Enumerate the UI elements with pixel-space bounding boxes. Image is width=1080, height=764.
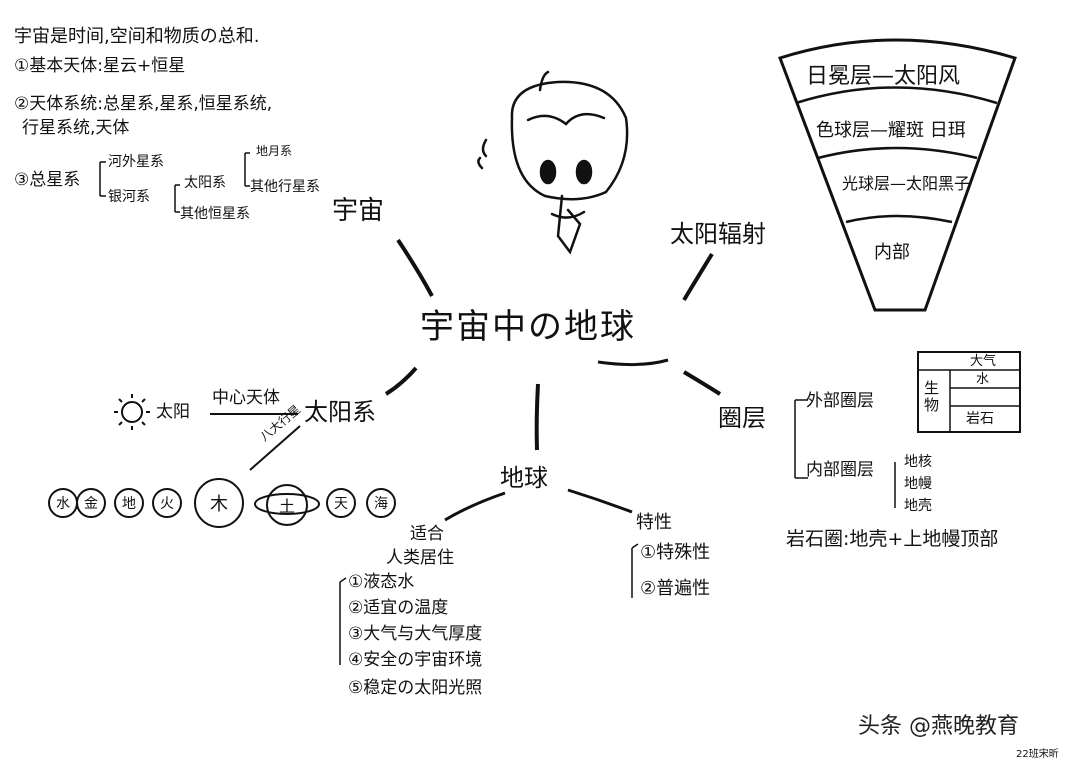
habitable-item-5: ⑤稳定の太阳光照 <box>348 678 483 698</box>
habitable-item-4: ④安全の宇宙环境 <box>348 650 483 670</box>
sphere-rock: 岩石 <box>966 411 994 427</box>
planet-neptune: 海 <box>366 488 396 518</box>
branch-line-earth <box>534 383 540 451</box>
sun-label: 太阳 <box>156 402 190 422</box>
sun-layer-chromosphere: 色球层—耀斑 日珥 <box>816 120 966 141</box>
branch-solar-system: 太阳系 <box>304 398 376 426</box>
branch-earth: 地球 <box>500 464 548 492</box>
character-sketch <box>477 70 629 255</box>
lithosphere-note: 岩石圈:地壳+上地幔顶部 <box>786 528 999 550</box>
outer-spheres: 外部圈层 <box>806 391 874 411</box>
features-head: 特性 <box>636 512 672 533</box>
planet-mars: 火 <box>152 488 182 518</box>
branch-line-solar <box>384 366 418 396</box>
branch-line-radiation <box>682 252 714 302</box>
tree-milky-way: 银河系 <box>108 189 150 205</box>
sphere-air: 大气 <box>970 354 997 369</box>
branch-solar-radiation: 太阳辐射 <box>670 220 766 248</box>
title-underline <box>597 358 669 367</box>
central-topic: 宇宙中の地球 <box>420 307 636 347</box>
earth-line-features <box>567 488 633 514</box>
sun-layer-photosphere: 光球层—太阳黑子 <box>842 174 971 193</box>
planet-uranus: 天 <box>326 488 356 518</box>
inner-core: 地核 <box>904 454 932 470</box>
planet-jupiter: 木 <box>194 478 244 528</box>
sphere-water: 水 <box>976 372 990 387</box>
feature-universality: ②普遍性 <box>640 578 711 599</box>
habitable-head-1: 适合 <box>410 524 444 544</box>
signature: 22班宋昕 <box>1016 749 1059 760</box>
watermark: 头条 @燕晚教育 <box>858 714 1019 739</box>
intro-systems: ②天体系统:总星系,星系,恒星系统, <box>14 94 273 114</box>
habitable-head-2: 人类居住 <box>386 548 454 568</box>
inner-mantle: 地幔 <box>904 476 932 492</box>
habitable-item-1: ①液态水 <box>348 572 415 592</box>
inner-spheres: 内部圈层 <box>806 460 874 480</box>
habitable-item-2: ②适宜の温度 <box>348 598 449 618</box>
intro-basic-bodies: ①基本天体:星云+恒星 <box>14 56 186 76</box>
sun-icon <box>114 394 150 430</box>
sphere-bio: 生物 <box>924 379 940 414</box>
tree-earth-moon: 地月系 <box>256 144 293 158</box>
intro-systems-cont: 行星系统,天体 <box>22 118 130 138</box>
spheres-box <box>917 351 1021 433</box>
branch-line-layers <box>682 370 722 396</box>
sun-layer-interior: 内部 <box>874 242 910 263</box>
planet-earth: 地 <box>114 488 144 518</box>
tree-extragalactic: 河外星系 <box>108 154 164 170</box>
habitable-item-3: ③大气与大气厚度 <box>348 624 483 644</box>
sun-layer-corona: 日冕层—太阳风 <box>806 64 961 89</box>
center-body-label: 中心天体 <box>212 388 280 408</box>
feature-specialness: ①特殊性 <box>640 542 711 563</box>
tree-other-stars: 其他恒星系 <box>180 206 250 222</box>
planet-saturn: 土 <box>266 484 308 526</box>
tree-root: ③总星系 <box>14 170 81 190</box>
branch-line-universe <box>396 238 434 297</box>
intro-definition: 宇宙是时间,空间和物质の总和. <box>14 26 260 47</box>
branch-universe: 宇宙 <box>332 196 385 226</box>
planet-mercury: 水 <box>48 488 78 518</box>
tree-solar-system: 太阳系 <box>184 175 226 191</box>
earth-line-habitable <box>444 491 506 522</box>
inner-crust: 地壳 <box>904 498 932 514</box>
branch-spheres: 圈层 <box>718 404 766 432</box>
sun-layers-fan <box>778 38 1017 312</box>
tree-other-planets: 其他行星系 <box>250 179 320 195</box>
planet-venus: 金 <box>76 488 106 518</box>
